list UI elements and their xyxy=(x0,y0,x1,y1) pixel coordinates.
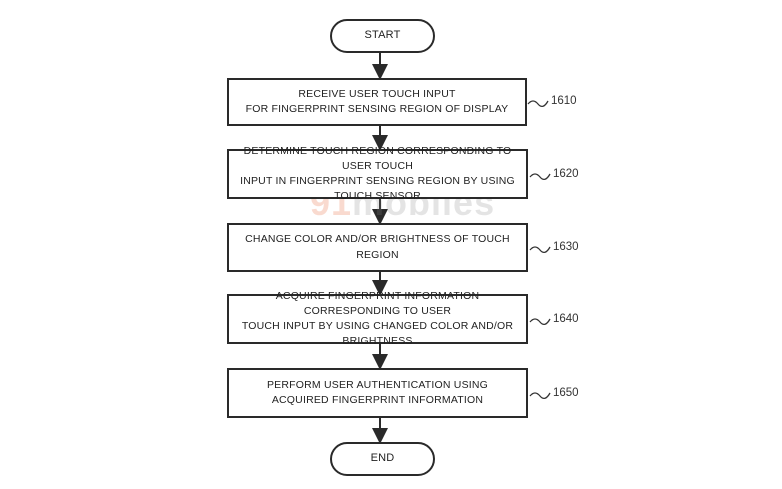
start-terminal: START xyxy=(330,19,435,53)
process-step-1610: RECEIVE USER TOUCH INPUT FOR FINGERPRINT… xyxy=(227,78,527,126)
process-step-1640: ACQUIRE FINGERPRINT INFORMATION CORRESPO… xyxy=(227,290,528,347)
process-step-1650: PERFORM USER AUTHENTICATION USING ACQUIR… xyxy=(227,368,528,418)
reference-numeral-1630: 1630 xyxy=(553,241,579,253)
process-step-1630: CHANGE COLOR AND/OR BRIGHTNESS OF TOUCH … xyxy=(227,223,528,272)
end-terminal: END xyxy=(330,442,435,476)
reference-numeral-1650: 1650 xyxy=(553,387,579,399)
reference-numeral-1640: 1640 xyxy=(553,313,579,325)
leader-1650 xyxy=(529,392,551,400)
process-step-1620: DETERMINE TOUCH REGION CORRESPONDING TO … xyxy=(227,145,528,202)
leader-1620 xyxy=(529,173,551,181)
reference-numeral-1620: 1620 xyxy=(553,168,579,180)
leader-1630 xyxy=(529,246,551,254)
leader-1610 xyxy=(527,100,549,108)
reference-numeral-1610: 1610 xyxy=(551,95,577,107)
leader-1640 xyxy=(529,318,551,326)
